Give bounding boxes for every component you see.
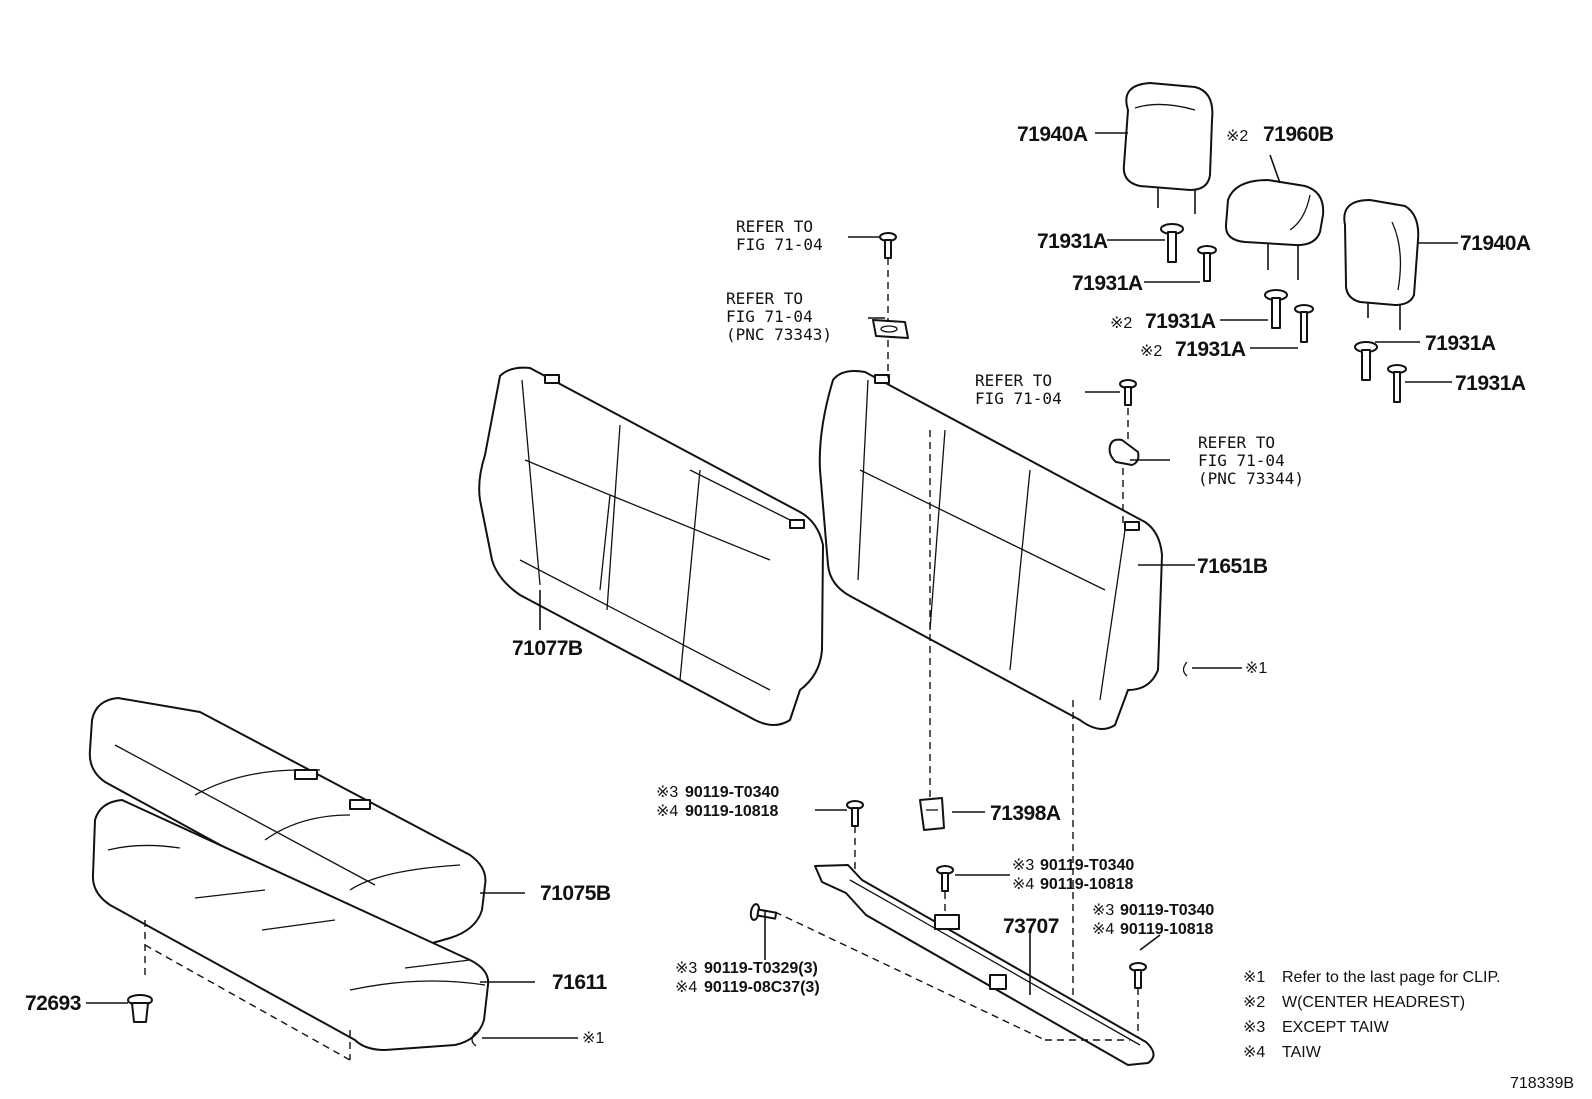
legend-3-mark: ※3 (1243, 1019, 1265, 1036)
label-hook: 71398A (990, 802, 1061, 825)
label-support-4: 71931A (1175, 338, 1246, 361)
b2-l2-mark: ※4 (1012, 876, 1034, 893)
support-pins (1160, 223, 1407, 403)
b1-l1-mark: ※3 (656, 784, 678, 801)
bolt-drawings (749, 232, 1147, 989)
headrest-left-drawing (1122, 82, 1214, 214)
bracket-73344-drawing (1108, 438, 1140, 466)
legend: ※1 Refer to the last page for CLIP. ※2 W… (1243, 969, 1501, 1061)
label-seatback-cover: 71077B (512, 637, 583, 660)
label-hinge: 73707 (1003, 915, 1059, 938)
hinge-drawing (774, 864, 1155, 1066)
ref2-line1: REFER TO (726, 289, 803, 308)
b1-l2-pn: 90119-10818 (685, 803, 779, 820)
figure-number: 718339B (1510, 1075, 1574, 1092)
clip-symbol-right (1182, 661, 1188, 677)
label-support-6: 71931A (1455, 372, 1526, 395)
legend-2-text: W(CENTER HEADREST) (1282, 994, 1465, 1011)
legend-1-mark: ※1 (1243, 969, 1265, 986)
clip-72693-drawing (127, 994, 153, 1023)
cushion-cover-drawing (88, 697, 487, 949)
ref4-line2: FIG 71-04 (1198, 451, 1285, 470)
label-support-3-mark: ※2 (1110, 315, 1132, 332)
label-support-1: 71931A (1037, 230, 1108, 253)
label-headrest-right: 71940A (1460, 232, 1531, 255)
legend-2-mark: ※2 (1243, 994, 1265, 1011)
label-clip-mark-right: ※1 (1245, 660, 1267, 677)
ref3-line2: FIG 71-04 (975, 389, 1062, 408)
label-clip-mark-bottom: ※1 (582, 1030, 604, 1047)
bracket-73343-drawing (872, 319, 909, 339)
b2-l1-pn: 90119-T0340 (1040, 857, 1134, 874)
b4-l1-mark: ※3 (675, 960, 697, 977)
ref4-line3: (PNC 73344) (1198, 469, 1304, 488)
b3-l1-pn: 90119-T0340 (1120, 902, 1214, 919)
clip-symbol-bottom (471, 1031, 477, 1047)
headrest-center-drawing (1224, 179, 1325, 280)
ref2-line3: (PNC 73343) (726, 325, 832, 344)
label-headrest-center-mark: ※2 (1226, 128, 1248, 145)
label-support-3: 71931A (1145, 310, 1216, 333)
b3-l2-pn: 90119-10818 (1120, 921, 1214, 938)
b4-l1-pn: 90119-T0329(3) (704, 960, 818, 977)
ref3-line1: REFER TO (975, 371, 1052, 390)
leader-lines (480, 132, 1458, 995)
label-cushion-cover: 71075B (540, 882, 611, 905)
legend-3-text: EXCEPT TAIW (1282, 1019, 1390, 1036)
legend-4-mark: ※4 (1243, 1044, 1265, 1061)
ref1-line1: REFER TO (736, 217, 813, 236)
label-cushion-pad: 71611 (552, 971, 608, 994)
label-clip-72693: 72693 (25, 992, 81, 1015)
label-support-4-mark: ※2 (1140, 343, 1162, 360)
legend-1-text: Refer to the last page for CLIP. (1282, 969, 1501, 986)
seatback-pad-drawing (818, 328, 1163, 1000)
ref1-line2: FIG 71-04 (736, 235, 823, 254)
legend-4-text: TAIW (1282, 1044, 1322, 1061)
ref2-line2: FIG 71-04 (726, 307, 813, 326)
b2-l1-mark: ※3 (1012, 857, 1034, 874)
label-support-2: 71931A (1072, 272, 1143, 295)
label-support-5: 71931A (1425, 332, 1496, 355)
hook-drawing (919, 797, 945, 831)
b2-l2-pn: 90119-10818 (1040, 876, 1134, 893)
label-headrest-center: 71960B (1263, 123, 1334, 146)
seatback-cover-drawing (478, 366, 824, 726)
b3-l2-mark: ※4 (1092, 921, 1114, 938)
b4-l2-pn: 90119-08C37(3) (704, 979, 820, 996)
ref4-line1: REFER TO (1198, 433, 1275, 452)
b1-l1-pn: 90119-T0340 (685, 784, 779, 801)
label-seatback-pad: 71651B (1197, 555, 1268, 578)
b4-l2-mark: ※4 (675, 979, 697, 996)
b1-l2-mark: ※4 (656, 803, 678, 820)
headrest-right-drawing (1343, 199, 1420, 330)
label-headrest-left: 71940A (1017, 123, 1088, 146)
b3-l1-mark: ※3 (1092, 902, 1114, 919)
